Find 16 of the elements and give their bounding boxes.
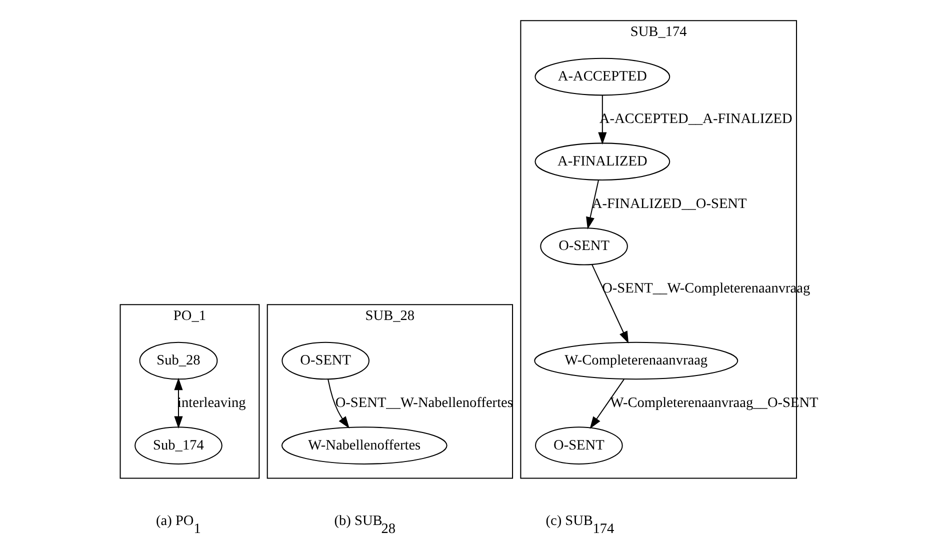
arrow [590,379,624,429]
node-ellipse: Sub_174 [134,426,222,464]
arrow [586,180,600,230]
arrow [174,378,183,429]
node-ellipse: W-Nabellenoffertes [281,426,448,464]
edge-label: O-SENT__W-Nabellenoffertes [335,394,513,411]
node-ellipse: O-SENT [282,342,370,380]
node-ellipse: Sub_28 [139,342,218,380]
node-ellipse: O-SENT [540,227,628,266]
arrow [591,264,629,344]
node-ellipse: A-ACCEPTED [534,58,670,96]
node-ellipse: A-FINALIZED [534,142,670,180]
node-ellipse: O-SENT [535,426,623,464]
arrow [598,95,607,145]
node-ellipse: W-Completerenaanvraag [534,342,738,380]
arrow [328,379,350,429]
